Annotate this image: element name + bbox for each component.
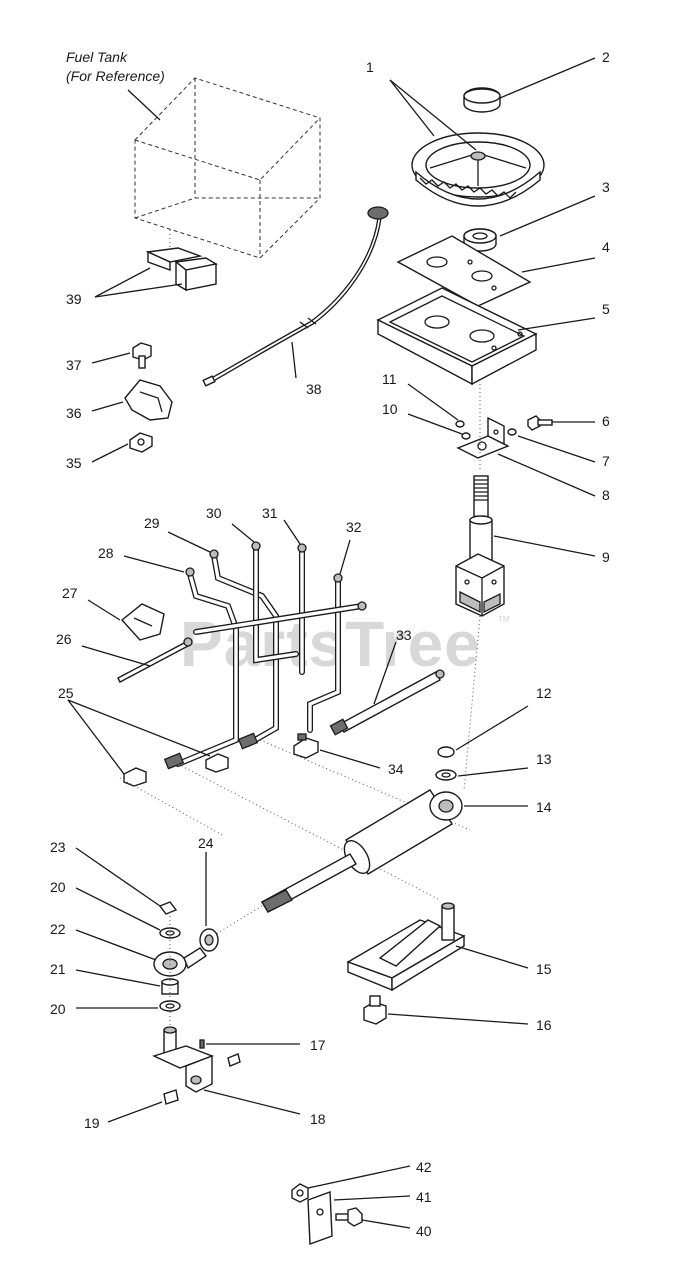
fuel-tank-reference: Fuel Tank (For Reference) bbox=[66, 49, 321, 259]
part-27-clip bbox=[120, 603, 165, 641]
part-41-plate bbox=[307, 1191, 333, 1245]
part-15-bracket bbox=[346, 902, 466, 992]
fuel-tank-label: Fuel Tank bbox=[66, 49, 128, 65]
callout-9: 9 bbox=[602, 549, 610, 565]
watermark-tm: TM bbox=[498, 615, 510, 624]
callout-2: 2 bbox=[602, 49, 610, 65]
callout-18: 18 bbox=[310, 1111, 326, 1127]
part-17-pin bbox=[199, 1039, 205, 1049]
part-22-rod-end bbox=[153, 947, 208, 977]
callout-36: 36 bbox=[66, 405, 82, 421]
watermark: PartsTree bbox=[180, 608, 481, 680]
callout-5: 5 bbox=[602, 301, 610, 317]
part-34-fitting bbox=[293, 733, 319, 759]
callout-42: 42 bbox=[416, 1159, 432, 1175]
callout-labels: 1 2 3 4 5 6 7 8 9 10 11 12 13 14 15 16 1… bbox=[50, 49, 610, 1239]
part-16-bolt bbox=[363, 995, 387, 1025]
part-9-steering-column bbox=[455, 475, 505, 617]
part-26-tie bbox=[117, 637, 193, 683]
callout-39: 39 bbox=[66, 291, 82, 307]
callout-31: 31 bbox=[262, 505, 278, 521]
part-13-washer bbox=[435, 769, 457, 781]
part-4-plate bbox=[396, 235, 532, 307]
part-35-nut bbox=[129, 432, 153, 453]
callout-25: 25 bbox=[58, 685, 74, 701]
callout-11: 11 bbox=[382, 371, 397, 387]
part-7-washer bbox=[507, 428, 517, 436]
callout-40: 40 bbox=[416, 1223, 432, 1239]
part-12-washer bbox=[437, 746, 455, 758]
part-36-clamp bbox=[124, 379, 173, 421]
callout-13: 13 bbox=[536, 751, 552, 767]
part-2-cap bbox=[463, 87, 501, 113]
callout-33: 33 bbox=[396, 627, 412, 643]
callout-28: 28 bbox=[98, 545, 114, 561]
callout-30: 30 bbox=[206, 505, 222, 521]
callout-38: 38 bbox=[306, 381, 322, 397]
callout-32: 32 bbox=[346, 519, 362, 535]
fuel-tank-sublabel: (For Reference) bbox=[66, 68, 165, 84]
callout-34: 34 bbox=[388, 761, 404, 777]
part-23-clip bbox=[158, 901, 178, 915]
callout-4: 4 bbox=[602, 239, 610, 255]
part-37-bolt bbox=[132, 342, 152, 369]
part-8-bracket bbox=[456, 416, 510, 459]
part-38-cable bbox=[202, 206, 389, 387]
callout-20-bottom: 20 bbox=[50, 1001, 66, 1017]
part-39-pads bbox=[145, 247, 218, 292]
callout-19: 19 bbox=[84, 1115, 100, 1131]
hydraulic-lines bbox=[163, 541, 367, 770]
callout-26: 26 bbox=[56, 631, 72, 647]
part-33-hose bbox=[329, 669, 445, 736]
part-40-bolt bbox=[335, 1207, 363, 1227]
part-5-cover bbox=[376, 287, 538, 386]
callout-6: 6 bbox=[602, 413, 610, 429]
callout-21: 21 bbox=[50, 961, 66, 977]
part-25-fittings bbox=[123, 753, 229, 787]
part-14-cylinder bbox=[261, 789, 463, 913]
part-11-nut bbox=[455, 420, 465, 428]
callout-17: 17 bbox=[310, 1037, 326, 1053]
callout-27: 27 bbox=[62, 585, 78, 601]
callout-41: 41 bbox=[416, 1189, 432, 1205]
callout-7: 7 bbox=[602, 453, 610, 469]
part-21-spacer bbox=[161, 978, 179, 995]
callout-16: 16 bbox=[536, 1017, 552, 1033]
callout-3: 3 bbox=[602, 179, 610, 195]
part-42-nut bbox=[291, 1183, 309, 1203]
callout-20-top: 20 bbox=[50, 879, 66, 895]
part-6-screw bbox=[527, 415, 553, 431]
part-3-adapter bbox=[463, 228, 497, 252]
part-18-steering-arm bbox=[152, 1026, 241, 1093]
callout-12: 12 bbox=[536, 685, 552, 701]
callout-10: 10 bbox=[382, 401, 398, 417]
callout-14: 14 bbox=[536, 799, 552, 815]
callout-15: 15 bbox=[536, 961, 552, 977]
callout-37: 37 bbox=[66, 357, 82, 373]
part-10-washer bbox=[461, 432, 471, 440]
callout-8: 8 bbox=[602, 487, 610, 503]
callout-24: 24 bbox=[198, 835, 214, 851]
part-1-steering-wheel bbox=[411, 132, 545, 207]
callout-23: 23 bbox=[50, 839, 66, 855]
callout-35: 35 bbox=[66, 455, 82, 471]
part-20-washer-bottom bbox=[159, 1000, 181, 1012]
part-19-set-screw bbox=[163, 1089, 179, 1105]
callout-22: 22 bbox=[50, 921, 66, 937]
callout-29: 29 bbox=[144, 515, 160, 531]
callout-1: 1 bbox=[366, 59, 374, 75]
part-24-fitting bbox=[199, 928, 219, 952]
